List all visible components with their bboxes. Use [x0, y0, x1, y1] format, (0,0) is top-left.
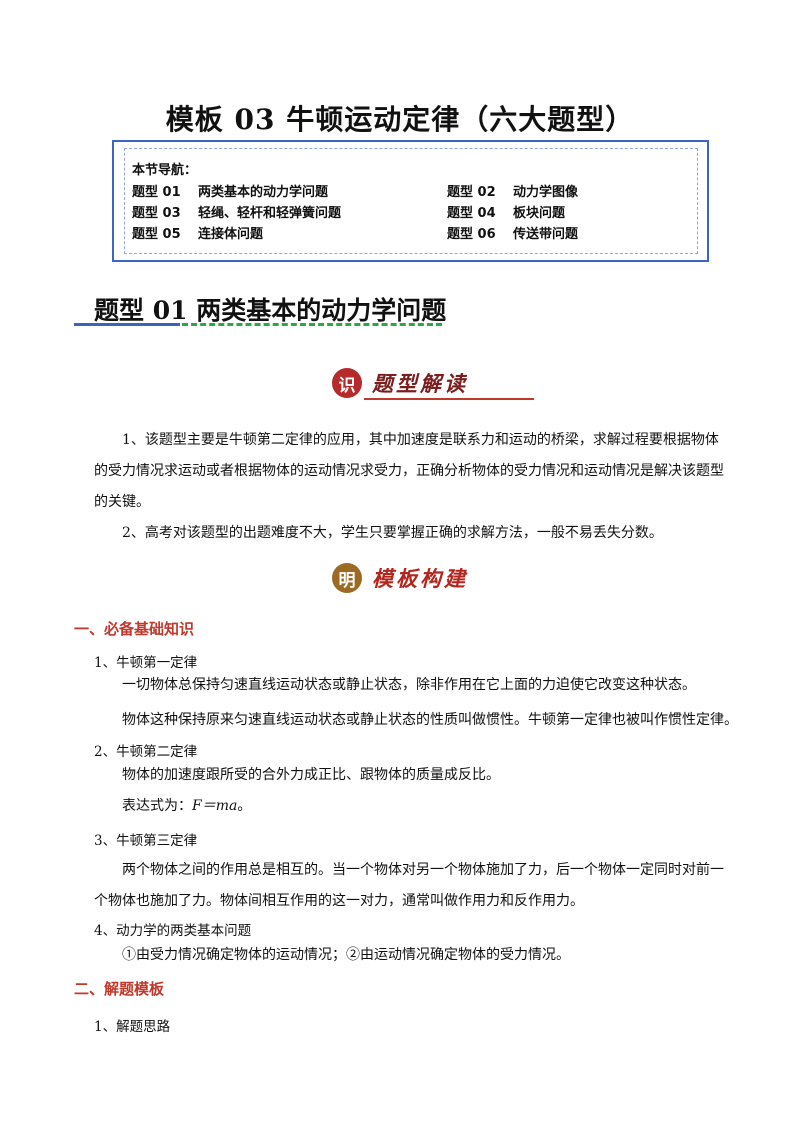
nav-item-02[interactable]: 题型 02 动力学图像 [447, 181, 578, 200]
law3-heading: 3、牛顿第三定律 [94, 833, 198, 849]
nav-item-code: 题型 01 [132, 185, 181, 200]
page-title: 模板 03 牛顿运动定律（六大题型） [165, 103, 635, 136]
law2-line2: 表达式为：F＝ma。 [122, 795, 251, 815]
solution-item-1: 1、解题思路 [94, 1019, 171, 1035]
basic-problems-text: ①由受力情况确定物体的运动情况；②由运动情况确定物体的受力情况。 [122, 947, 570, 963]
nav-item-label: 传送带问题 [513, 227, 579, 242]
law2-line1: 物体的加速度跟所受的合外力成正比、跟物体的质量成反比。 [122, 767, 500, 783]
law3-text: 两个物体之间的作用总是相互的。当一个物体对另一个物体施加了力，后一个物体一定同时… [94, 862, 724, 909]
formula-prefix: 表达式为： [122, 798, 192, 814]
nav-item-code: 题型 03 [132, 206, 181, 221]
nav-item-label: 动力学图像 [513, 185, 579, 200]
nav-item-code: 题型 04 [447, 206, 496, 221]
nav-item-03[interactable]: 题型 03 轻绳、轻杆和轻弹簧问题 [132, 202, 341, 221]
badge-label: 题型解读 [372, 371, 468, 396]
law1-heading: 1、牛顿第一定律 [94, 655, 198, 671]
seal-icon: 识 [332, 368, 362, 398]
section-underline-blue [74, 323, 180, 326]
nav-item-label: 轻绳、轻杆和轻弹簧问题 [198, 206, 342, 221]
nav-item-code: 题型 02 [447, 185, 496, 200]
nav-item-label: 两类基本的动力学问题 [198, 185, 329, 200]
nav-box-border [112, 140, 709, 262]
nav-item-01[interactable]: 题型 01 两类基本的动力学问题 [132, 181, 328, 200]
nav-item-label: 连接体问题 [198, 227, 264, 242]
nav-item-label: 板块问题 [513, 206, 566, 221]
law1-line2: 物体这种保持原来匀速直线运动状态或静止状态的性质叫做惯性。牛顿第一定律也被叫作惯… [122, 712, 738, 728]
badge-rule [364, 398, 534, 400]
nav-item-06[interactable]: 题型 06 传送带问题 [447, 223, 578, 242]
nav-item-04[interactable]: 题型 04 板块问题 [447, 202, 565, 221]
intro-paragraph-1: 1、该题型主要是牛顿第二定律的应用，其中加速度是联系力和运动的桥梁，求解过程要根… [94, 432, 724, 510]
formula-suffix: 。 [237, 798, 252, 814]
nav-box-dashed-border [124, 148, 698, 254]
section-title: 题型 01 两类基本的动力学问题 [94, 296, 447, 325]
badge-template: 明 模板构建 [332, 563, 468, 593]
law1-line1: 一切物体总保持匀速直线运动状态或静止状态，除非作用在它上面的力迫使它改变这种状态… [122, 677, 696, 693]
badge-label: 模板构建 [372, 566, 468, 591]
section-underline-green-dashed [182, 323, 442, 326]
intro-paragraph-2: 2、高考对该题型的出题难度不大，学生只要掌握正确的求解方法，一般不易丢失分数。 [122, 525, 663, 541]
nav-item-code: 题型 06 [447, 227, 496, 242]
nav-heading: 本节导航： [132, 163, 198, 178]
knowledge-heading: 一、必备基础知识 [74, 620, 195, 638]
nav-item-code: 题型 05 [132, 227, 181, 242]
badge-interpret: 识 题型解读 [332, 368, 534, 400]
seal-icon: 明 [332, 563, 362, 593]
basic-problems-heading: 4、动力学的两类基本问题 [94, 923, 252, 939]
nav-item-05[interactable]: 题型 05 连接体问题 [132, 223, 263, 242]
formula: F＝ma [192, 798, 238, 814]
law2-heading: 2、牛顿第二定律 [94, 744, 198, 760]
solution-heading: 二、解题模板 [74, 980, 165, 998]
